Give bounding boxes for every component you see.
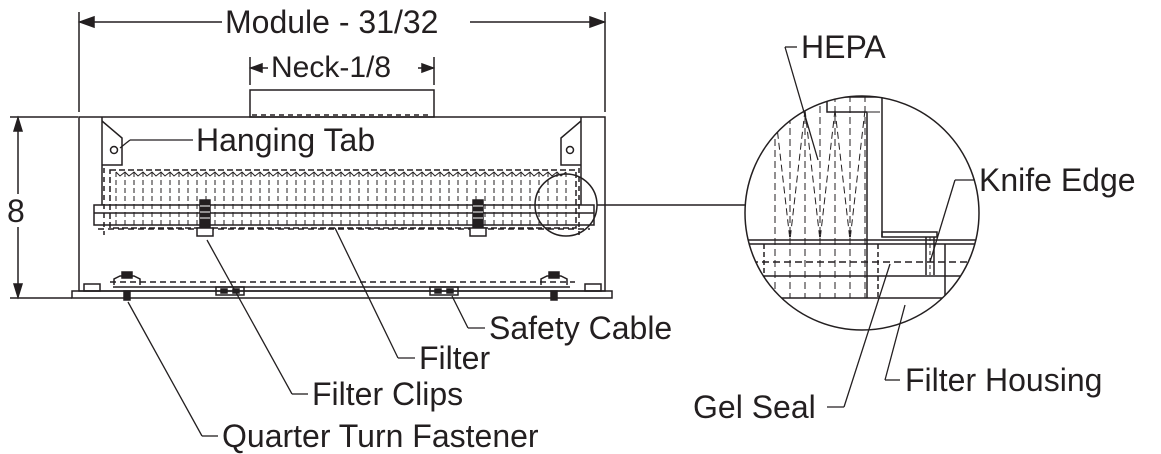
module-dimension-label: Module - 31/32 <box>225 4 439 40</box>
safety-cable-bracket-right <box>429 286 459 296</box>
filter-label: Filter <box>419 340 491 376</box>
gel-seal-label: Gel Seal <box>693 389 816 425</box>
safety-cable-label: Safety Cable <box>489 310 673 346</box>
leader-lines <box>119 46 975 437</box>
filter-clip-left <box>196 199 214 237</box>
detail-callout <box>534 173 745 237</box>
quarter-turn-fastener-right <box>540 271 568 301</box>
safety-cable-bracket-left <box>215 286 245 296</box>
filter-clips-label: Filter Clips <box>312 376 464 412</box>
detail-contents <box>745 96 979 299</box>
filter-media <box>109 169 577 229</box>
height-dimension <box>10 115 78 300</box>
module-dimension <box>77 12 607 112</box>
filter-clip-right <box>469 199 487 237</box>
height-dimension-label: 8 <box>7 193 25 229</box>
hanging-tab-label: Hanging Tab <box>196 122 376 158</box>
quarter-turn-fastener-label: Quarter Turn Fastener <box>222 418 539 454</box>
knife-edge-label: Knife Edge <box>979 162 1136 198</box>
filter-housing-label: Filter Housing <box>905 362 1103 398</box>
neck-dimension-label: Neck-1/8 <box>271 51 392 84</box>
neck-dimension <box>248 57 436 85</box>
hepa-label: HEPA <box>801 29 886 65</box>
detail-view <box>744 95 980 331</box>
module-housing <box>71 89 613 299</box>
quarter-turn-fastener-left <box>113 271 141 301</box>
